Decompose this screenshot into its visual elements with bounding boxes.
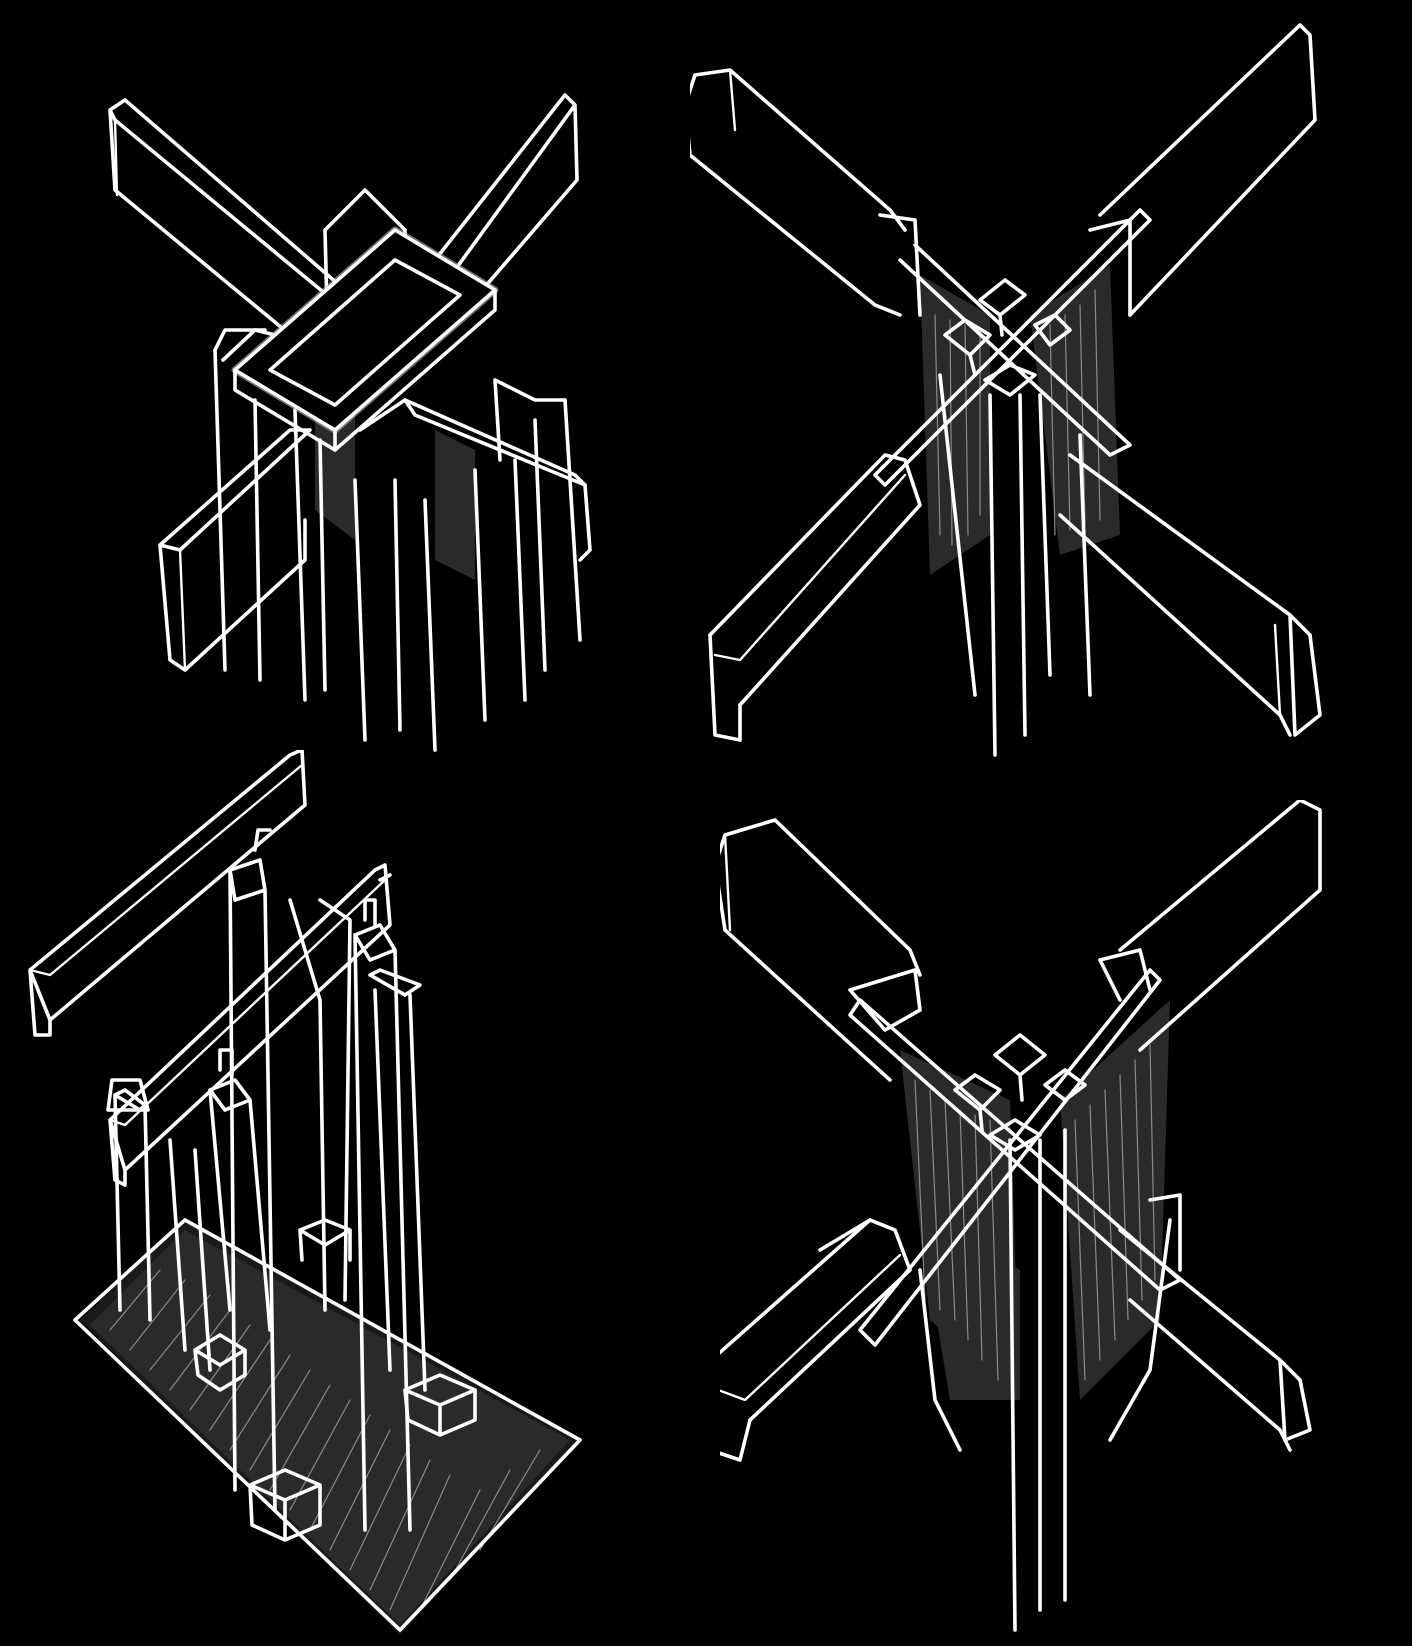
hatching [914, 1044, 1156, 1381]
hatching [109, 1269, 541, 1611]
timber-joint-sketch-icon [28, 750, 582, 1635]
timber-joint-sketch-icon [108, 93, 592, 752]
timber-joint-sketch-icon [720, 800, 1322, 1632]
sketch-crossed-beams-notched-column [690, 15, 1390, 785]
sketch-double-beam-on-posts-over-plinth [20, 750, 600, 1640]
timber-joint-sketch-icon [690, 23, 1322, 757]
sketch-ring-beam-on-column-cluster [95, 80, 635, 760]
sketch-crossed-beams-slotted-column [720, 800, 1400, 1646]
hatching [934, 289, 1101, 546]
